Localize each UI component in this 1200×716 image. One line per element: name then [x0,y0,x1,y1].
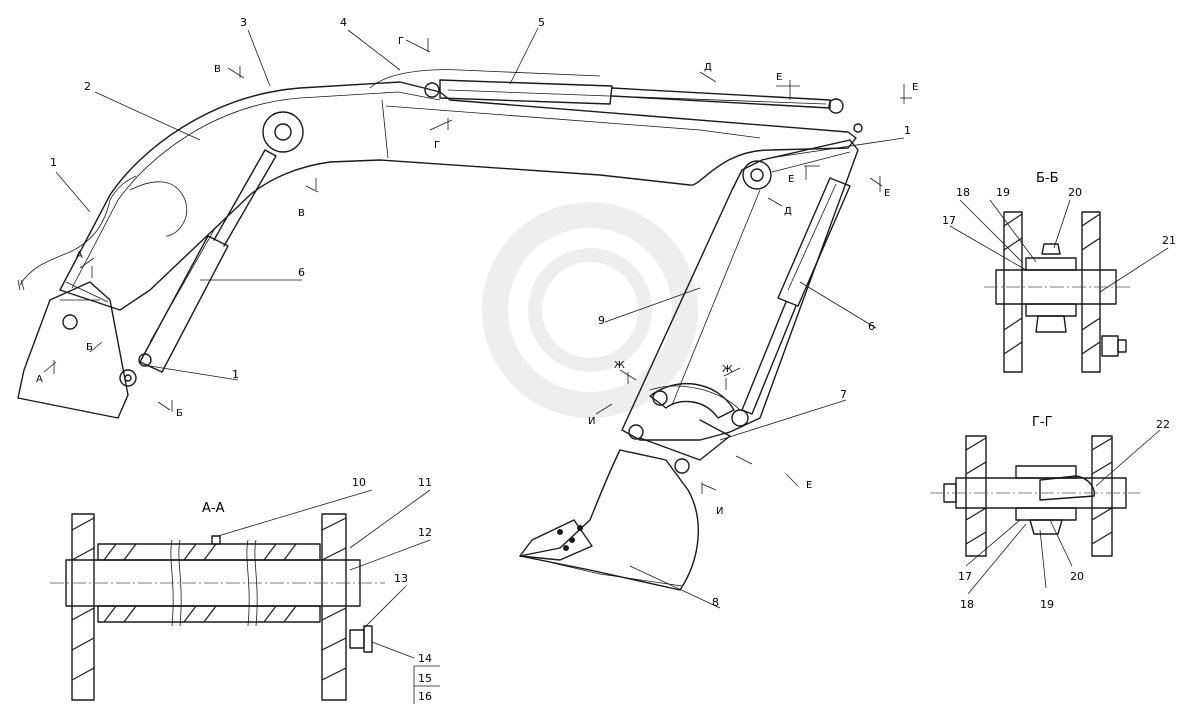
callout-15: 15 [418,672,432,685]
cut-mark-a: А [36,374,43,385]
cut-mark-b: Б [86,342,93,353]
cut-marks: А А Б Б В В Г Г Д Д Е Е Е Е Е Ж Ж И И [36,36,918,517]
callout-1: 1 [50,156,57,169]
hydraulic-hose [19,175,137,286]
cut-mark-e: Е [884,188,890,199]
cut-mark-i: И [716,506,723,517]
section-g-g [930,435,1140,557]
callout-19-bb: 19 [996,186,1010,199]
bucket [519,449,699,591]
watermark [482,202,698,418]
cut-mark-a: А [76,250,83,261]
callout-6-bucket-cylinder: 6 [868,320,875,333]
callout-17-bb: 17 [942,214,956,227]
boom-foot-bracket [17,281,137,419]
callout-18-gg: 18 [960,598,974,611]
cut-mark-b: Б [176,408,183,419]
cut-mark-e: Е [788,174,794,185]
callout-10: 10 [352,476,366,489]
cut-mark-g: Г [434,140,440,151]
section-titles: А-А Б-Б Г-Г [202,171,1059,516]
cut-mark-g: Г [398,36,404,47]
callout-19-gg: 19 [1040,598,1054,611]
callouts: 1 2 3 4 5 1 1 6 6 9 7 8 10 11 12 13 14 1… [50,16,1176,704]
callout-4: 4 [340,16,347,29]
callout-9: 9 [598,314,605,327]
callout-1-arm: 1 [904,124,911,137]
callout-14: 14 [418,652,432,665]
cut-mark-e: Е [912,82,918,93]
callout-22: 22 [1156,418,1170,431]
callout-21: 21 [1162,234,1176,247]
cut-mark-d: Д [784,206,792,217]
cut-mark-v: В [214,64,221,75]
callout-17-gg: 17 [958,570,972,583]
section-title-b-b: Б-Б [1036,171,1059,186]
cut-mark-zh: Ж [614,360,625,371]
callout-8: 8 [712,596,719,609]
section-a-a [50,513,385,701]
section-b-b [984,211,1130,373]
cut-mark-e: Е [776,72,782,83]
callout-13: 13 [394,572,408,585]
section-title-g-g: Г-Г [1032,415,1053,430]
arm-cylinder [439,79,831,109]
section-title-a-a: А-А [202,501,225,516]
callout-6-boom-cylinder: 6 [298,266,305,279]
callout-2: 2 [84,80,91,93]
boom-cylinder [138,149,277,373]
arm [621,139,859,441]
cut-mark-zh: Ж [722,364,733,375]
callout-18-bb: 18 [956,186,970,199]
callout-20-bb: 20 [1068,186,1082,199]
callout-20-gg: 20 [1070,570,1084,583]
cut-mark-e: Е [806,480,812,491]
callout-5: 5 [538,16,545,29]
callout-1-cylinder: 1 [232,368,239,381]
cut-mark-i: И [588,416,595,427]
callout-7: 7 [840,388,847,401]
arm-hose [369,69,601,89]
bucket-linkage [639,383,735,474]
leader-lines [55,27,1169,659]
cut-mark-d: Д [704,62,712,73]
callout-12: 12 [418,526,432,539]
bucket-cylinder [741,177,851,415]
callout-16: 16 [418,690,432,703]
cut-mark-v: В [298,208,305,219]
callout-3: 3 [240,16,247,29]
callout-11: 11 [418,476,432,489]
boom [59,81,863,311]
